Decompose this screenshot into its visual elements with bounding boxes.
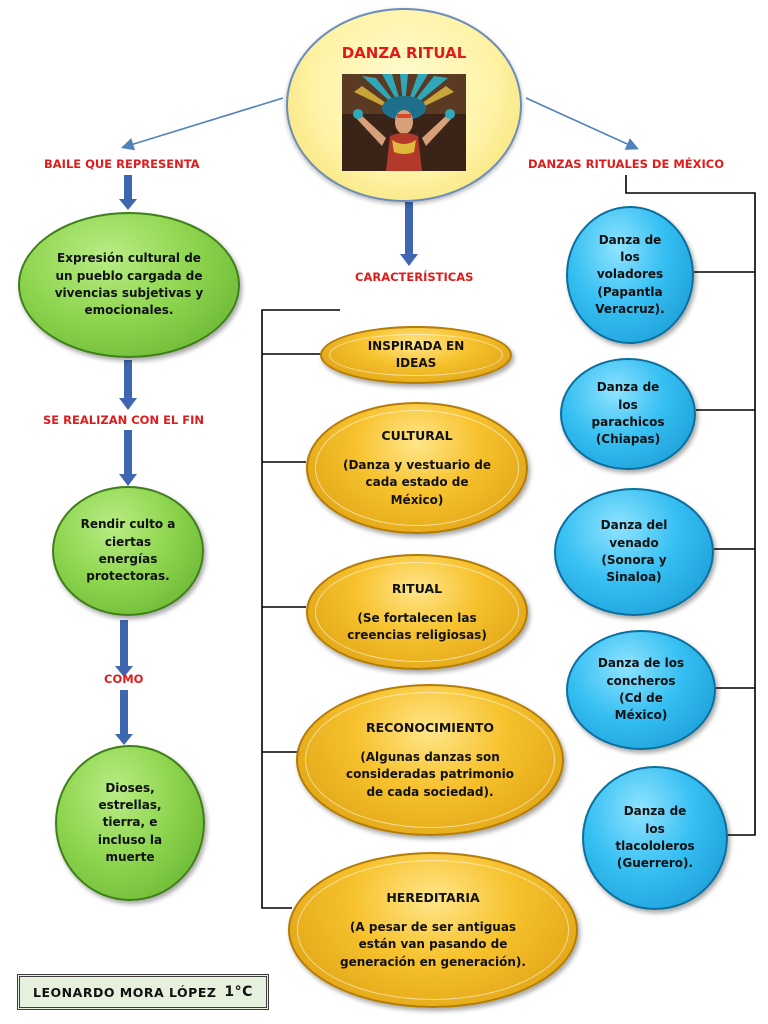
author-grade: 1°C	[224, 984, 253, 1000]
gold-node-ritual: RITUAL (Se fortalecen las creencias reli…	[306, 554, 528, 670]
center-bracket	[261, 309, 340, 909]
blue-node-concheros: Danza de los concheros (Cd de México)	[566, 630, 716, 750]
green-node-dioses: Dioses, estrellas, tierra, e incluso la …	[55, 745, 205, 901]
arrow-title-to-left	[120, 97, 284, 151]
blue-node-venado: Danza del venado (Sonora y Sinaloa)	[554, 488, 714, 616]
dancer-illustration	[342, 74, 466, 171]
green-node-rendir-culto-text: Rendir culto a ciertas energías protecto…	[80, 517, 176, 584]
title-node: DANZA RITUAL	[286, 8, 522, 202]
green-node-rendir-culto: Rendir culto a ciertas energías protecto…	[52, 486, 204, 616]
arrow-title-to-right	[525, 97, 639, 150]
block-arrow-center	[400, 202, 418, 266]
author-name: LEONARDO MORA LÓPEZ	[33, 984, 217, 1000]
block-arrow-left-3	[119, 430, 137, 486]
blue-node-parachicos-text: Danza de los parachicos (Chiapas)	[591, 380, 665, 447]
block-arrow-left-5	[115, 690, 133, 745]
label-baile-que-representa: BAILE QUE REPRESENTA	[44, 157, 200, 171]
gold-node-hereditaria: HEREDITARIA (A pesar de ser antiguas est…	[288, 852, 578, 1008]
gold-node-reconocimiento: RECONOCIMIENTO (Algunas danzas son consi…	[296, 684, 564, 836]
block-arrow-left-1	[119, 175, 137, 210]
diagram-title: DANZA RITUAL	[341, 44, 467, 62]
blue-node-parachicos: Danza de los parachicos (Chiapas)	[560, 358, 696, 470]
block-arrow-left-4	[115, 620, 133, 677]
green-node-dioses-text: Dioses, estrellas, tierra, e incluso la …	[97, 780, 163, 865]
label-caracteristicas: CARACTERÍSTICAS	[355, 270, 474, 284]
blue-node-tlacololeros: Danza de los tlacololeros (Guerrero).	[582, 766, 728, 910]
author-signature-box: LEONARDO MORA LÓPEZ 1°C	[17, 974, 269, 1010]
gold-node-cultural: CULTURAL (Danza y vestuario de cada esta…	[306, 402, 528, 534]
blue-node-voladores: Danza de los voladores (Papantla Veracru…	[566, 206, 694, 344]
blue-node-tlacololeros-text: Danza de los tlacololeros (Guerrero).	[615, 804, 695, 871]
label-como: COMO	[104, 672, 144, 686]
dancer-photo	[342, 74, 466, 171]
blue-node-voladores-text: Danza de los voladores (Papantla Veracru…	[595, 232, 665, 317]
label-danzas-rituales-de-mexico: DANZAS RITUALES DE MÉXICO	[528, 157, 724, 171]
block-arrow-left-2	[119, 360, 137, 410]
blue-node-venado-text: Danza del venado (Sonora y Sinaloa)	[600, 518, 668, 585]
green-node-expresion: Expresión cultural de un pueblo cargada …	[18, 212, 240, 358]
label-se-realizan-con-el-fin: SE REALIZAN CON EL FIN	[43, 413, 205, 427]
blue-node-concheros-text: Danza de los concheros (Cd de México)	[597, 656, 685, 723]
green-node-expresion-text: Expresión cultural de un pueblo cargada …	[54, 251, 204, 318]
right-bracket	[625, 175, 756, 836]
gold-node-inspirada: INSPIRADA EN IDEAS	[320, 326, 512, 384]
